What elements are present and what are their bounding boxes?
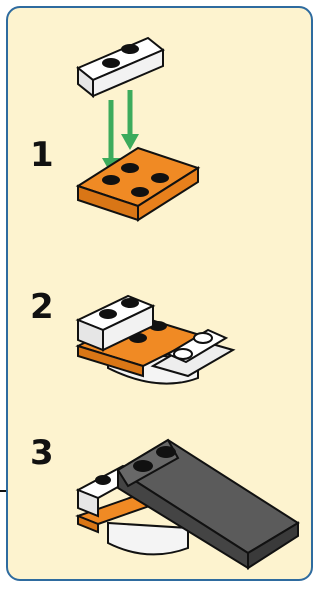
step-2-illustration (8, 258, 313, 408)
instruction-panel: 1 2 (6, 6, 313, 581)
step-3-illustration (8, 418, 313, 578)
step-1-illustration (8, 8, 313, 238)
stud (121, 44, 139, 54)
stud (102, 58, 120, 68)
white-plate-brick (78, 38, 163, 96)
orange-plate-brick (78, 148, 198, 220)
